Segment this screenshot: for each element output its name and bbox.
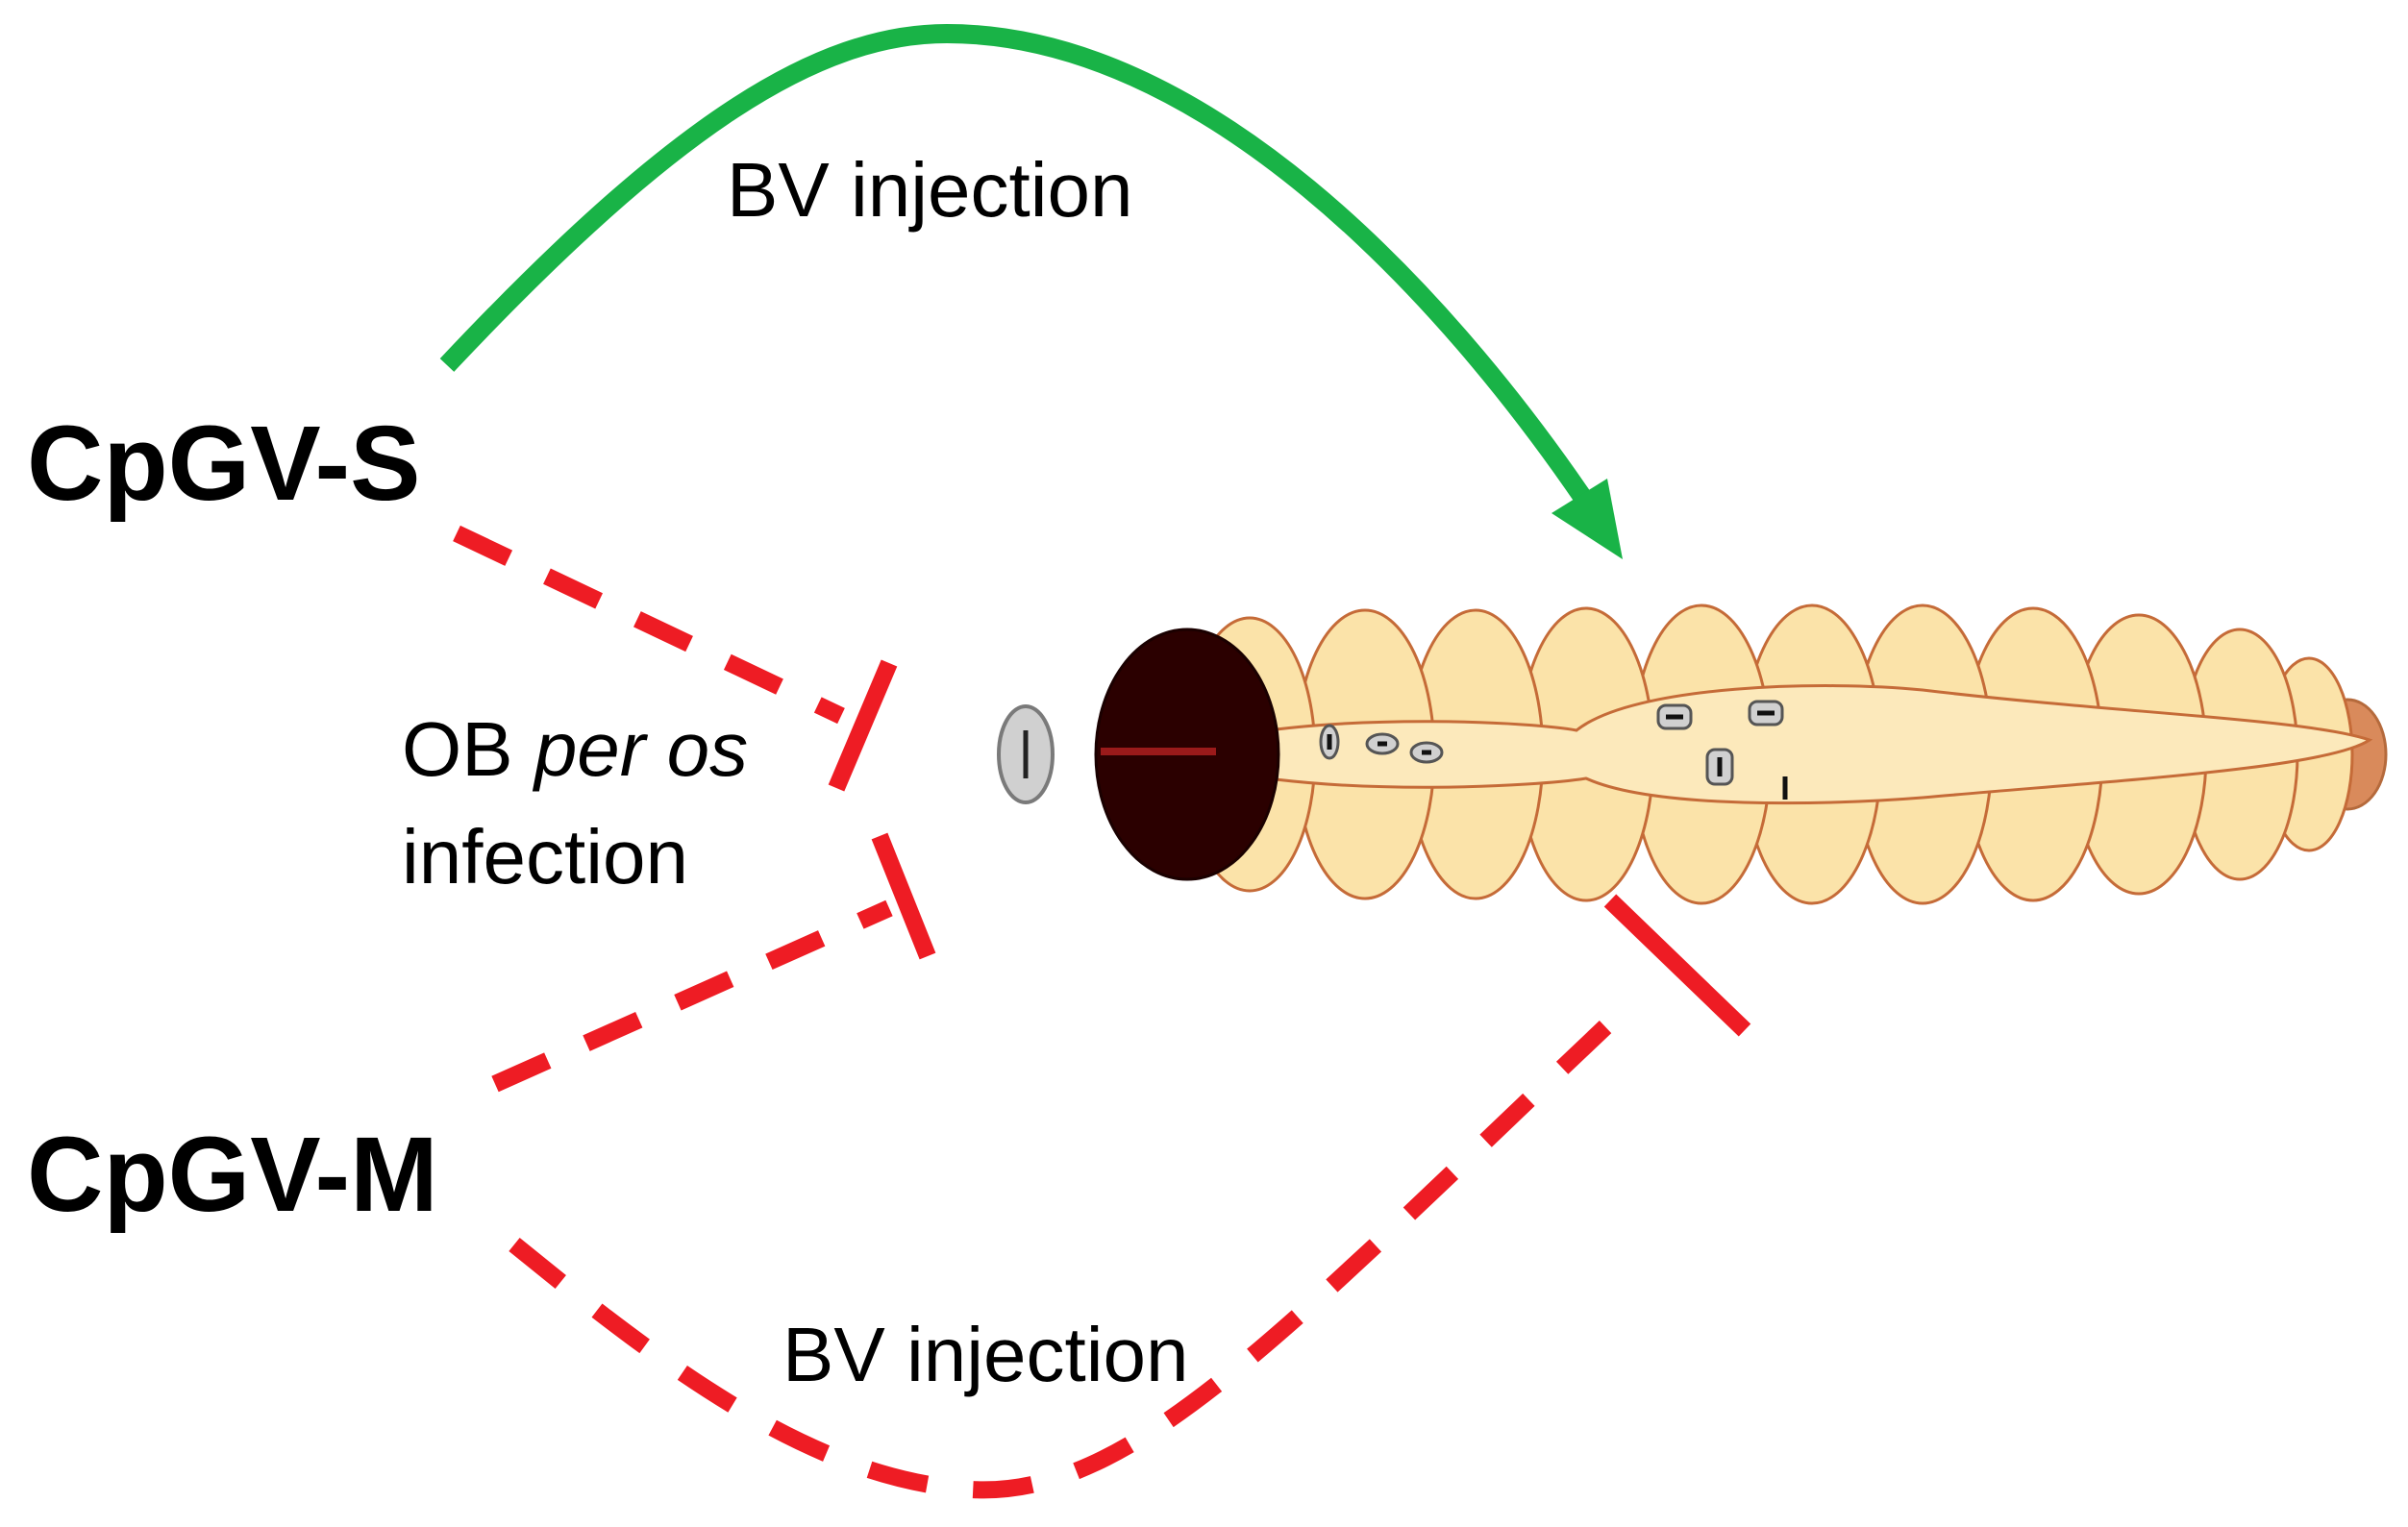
bv-injection-success-arrow bbox=[439, 23, 1623, 559]
blocked-path-m-bv bbox=[509, 997, 1636, 1499]
occlusion-body-icon bbox=[997, 704, 1055, 804]
ob-per-os-blocked-m bbox=[491, 832, 936, 1093]
ob-per-os-italic: per os bbox=[534, 706, 749, 792]
inhibition-bar-s-ob bbox=[828, 659, 898, 792]
ob-per-os-label: OB per os bbox=[402, 711, 748, 788]
larva-gut bbox=[1209, 684, 2373, 805]
ob-per-os-prefix: OB bbox=[402, 706, 534, 792]
bv-injection-success-path bbox=[439, 23, 1600, 515]
ob-infection-label: infection bbox=[402, 814, 688, 899]
bv-injection-blocked-m bbox=[509, 894, 1751, 1499]
inhibition-bar-m-bv bbox=[1603, 894, 1751, 1037]
bv-injection-bottom-label: BV injection bbox=[782, 1312, 1189, 1397]
blocked-path-s-ob bbox=[453, 525, 845, 725]
ob-per-os-blocked-s bbox=[453, 525, 898, 792]
codling-moth-larva-icon bbox=[1094, 603, 2388, 905]
inhibition-bar-m-ob bbox=[871, 832, 936, 960]
blocked-path-m-ob bbox=[491, 899, 893, 1093]
arrowhead-icon bbox=[1552, 479, 1623, 559]
strain-s-label: CpGV-S bbox=[27, 405, 421, 523]
strain-m-label: CpGV-M bbox=[27, 1116, 438, 1234]
bv-injection-top-label: BV injection bbox=[727, 147, 1133, 233]
